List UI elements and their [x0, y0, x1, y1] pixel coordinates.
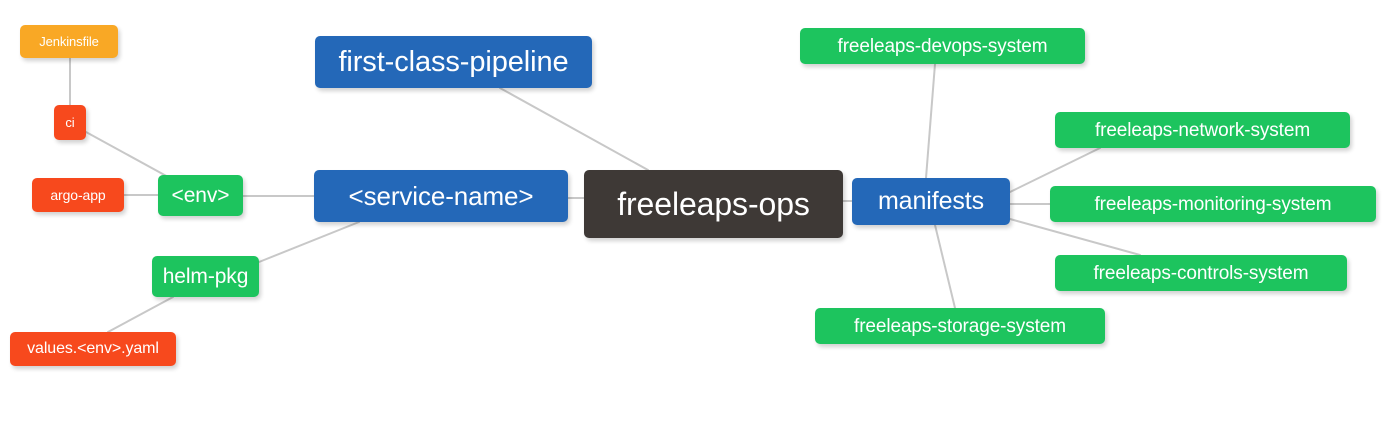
edge-helmpkg-values [107, 296, 174, 333]
node-freeleaps-ops[interactable]: freeleaps-ops [584, 170, 843, 238]
node-first-class-pipeline[interactable]: first-class-pipeline [315, 36, 592, 88]
node-argo-app[interactable]: argo-app [32, 178, 124, 212]
edge-ci-env [85, 131, 171, 179]
edge-pipeline-ops [499, 87, 649, 171]
node-label-freeleaps-devops-system: freeleaps-devops-system [837, 35, 1048, 57]
node-label-freeleaps-controls-system: freeleaps-controls-system [1093, 262, 1309, 284]
node-freeleaps-devops-system[interactable]: freeleaps-devops-system [800, 28, 1085, 64]
node-label-argo-app: argo-app [50, 187, 106, 203]
node-label-freeleaps-monitoring-system: freeleaps-monitoring-system [1094, 193, 1332, 215]
node-label-service-name: <service-name> [348, 181, 534, 211]
node-freeleaps-controls-system[interactable]: freeleaps-controls-system [1055, 255, 1347, 291]
node-manifests[interactable]: manifests [852, 178, 1010, 225]
node-ci[interactable]: ci [54, 105, 86, 140]
node-values-yaml[interactable]: values.<env>.yaml [10, 332, 176, 366]
node-label-ci: ci [65, 115, 75, 130]
edge-manifests-controls [1009, 218, 1141, 256]
node-freeleaps-storage-system[interactable]: freeleaps-storage-system [815, 308, 1105, 344]
node-label-values-yaml: values.<env>.yaml [27, 340, 159, 357]
node-label-helm-pkg: helm-pkg [162, 265, 249, 288]
node-label-env: <env> [171, 184, 230, 207]
node-label-freeleaps-ops: freeleaps-ops [617, 186, 810, 222]
node-freeleaps-monitoring-system[interactable]: freeleaps-monitoring-system [1050, 186, 1376, 222]
node-label-manifests: manifests [877, 187, 985, 215]
edge-service-helmpkg [258, 221, 360, 263]
node-helm-pkg[interactable]: helm-pkg [152, 256, 259, 297]
node-label-first-class-pipeline: first-class-pipeline [338, 45, 569, 78]
node-label-freeleaps-storage-system: freeleaps-storage-system [854, 315, 1066, 337]
edge-manifests-storage [934, 224, 956, 309]
node-freeleaps-network-system[interactable]: freeleaps-network-system [1055, 112, 1350, 148]
node-service-name[interactable]: <service-name> [314, 170, 568, 222]
edge-manifests-devops [925, 63, 936, 179]
node-label-jenkinsfile: Jenkinsfile [39, 34, 99, 49]
node-env[interactable]: <env> [158, 175, 243, 216]
node-jenkinsfile[interactable]: Jenkinsfile [20, 25, 118, 58]
node-label-freeleaps-network-system: freeleaps-network-system [1094, 119, 1311, 141]
